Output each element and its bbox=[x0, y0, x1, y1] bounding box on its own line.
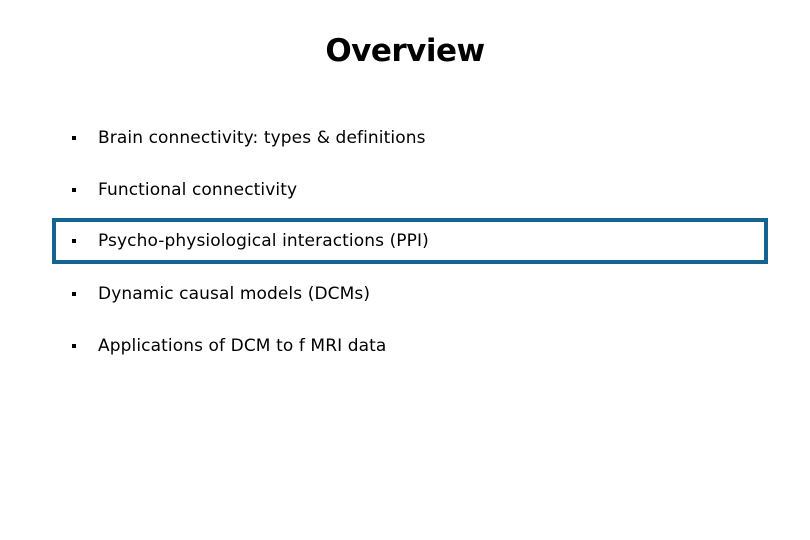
list-item-label: Dynamic causal models (DCMs) bbox=[98, 283, 371, 304]
list-item-label: Brain connectivity: types & definitions bbox=[98, 127, 426, 148]
list-item[interactable]: Applications of DCM to f MRI data bbox=[52, 320, 768, 372]
page-title: Overview bbox=[325, 33, 485, 69]
bullet-dot-icon bbox=[72, 344, 76, 348]
list-item[interactable]: Brain connectivity: types & definitions bbox=[52, 112, 768, 164]
overview-bullet-list: Brain connectivity: types & definitions … bbox=[52, 112, 768, 372]
list-item-label: Applications of DCM to f MRI data bbox=[98, 335, 387, 356]
list-item-label: Functional connectivity bbox=[98, 179, 298, 200]
list-item-highlighted[interactable]: Psycho-physiological interactions (PPI) bbox=[52, 218, 768, 264]
list-item-label: Psycho-physiological interactions (PPI) bbox=[98, 230, 429, 251]
bullet-dot-icon bbox=[72, 292, 76, 296]
bullet-dot-icon bbox=[72, 136, 76, 140]
list-item[interactable]: Functional connectivity bbox=[52, 164, 768, 216]
bullet-dot-icon bbox=[72, 239, 76, 243]
bullet-dot-icon bbox=[72, 188, 76, 192]
list-item[interactable]: Dynamic causal models (DCMs) bbox=[52, 268, 768, 320]
